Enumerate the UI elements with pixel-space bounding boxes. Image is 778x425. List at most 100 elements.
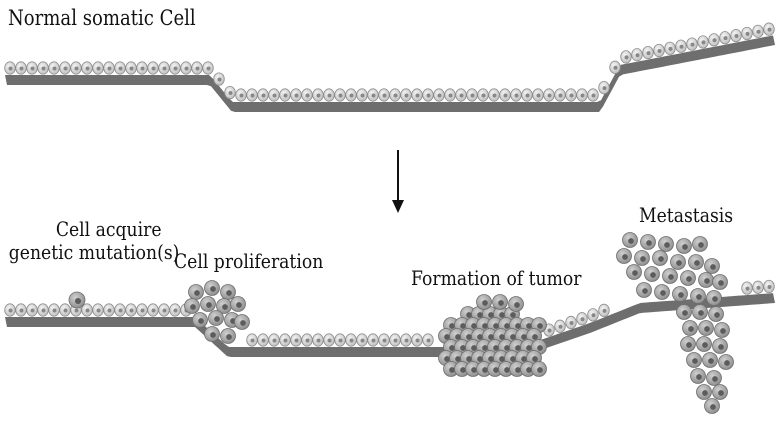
tumor-cell-nucleus xyxy=(240,320,246,326)
normal-cell-nucleus xyxy=(449,94,453,98)
tumor-cell-nucleus xyxy=(444,356,450,362)
normal-cell-nucleus xyxy=(603,86,607,90)
tumor-cell-nucleus xyxy=(678,292,684,298)
normal-cell-nucleus xyxy=(658,49,662,53)
tissue-cell-nucleus xyxy=(42,309,46,313)
metastasis-label: Metastasis xyxy=(639,204,733,227)
tumor-cell-nucleus xyxy=(682,244,688,250)
normal-cell-nucleus xyxy=(42,67,46,71)
normal-cell-nucleus xyxy=(328,94,332,98)
tumor-cell-nucleus xyxy=(692,358,698,364)
tumor-cell-nucleus xyxy=(226,290,232,296)
tumor-cell-nucleus xyxy=(712,296,718,302)
tumor-cell-nucleus xyxy=(702,342,708,348)
tumor-cell-nucleus xyxy=(510,334,516,340)
normal-cell-nucleus xyxy=(284,94,288,98)
tumor-cell-nucleus xyxy=(696,374,702,380)
tissue-cell-nucleus xyxy=(372,339,376,343)
normal-cell-nucleus xyxy=(240,94,244,98)
tumor-cell-nucleus xyxy=(718,390,724,396)
tumor-cell-nucleus xyxy=(526,367,532,373)
tumor-cell-nucleus xyxy=(493,367,499,373)
tissue-cell-nucleus xyxy=(768,285,772,289)
normal-cell-nucleus xyxy=(295,94,299,98)
tissue-cell-nucleus xyxy=(97,309,101,313)
tumor-cell-nucleus xyxy=(236,302,242,308)
tissue-cell-nucleus xyxy=(75,309,79,313)
tissue-cell-nucleus xyxy=(119,309,123,313)
tumor-cell-nucleus xyxy=(526,323,532,329)
tumor-cell-nucleus xyxy=(718,280,724,286)
normal-cell-nucleus xyxy=(20,67,24,71)
normal-cell-nucleus xyxy=(757,30,761,34)
normal-cell-nucleus xyxy=(174,67,178,71)
tissue-cell-nucleus xyxy=(405,339,409,343)
tumor-cell-nucleus xyxy=(449,345,455,351)
normal-cell-nucleus xyxy=(53,67,57,71)
tumor-cell-nucleus xyxy=(482,300,488,306)
normal-cell-nucleus xyxy=(306,94,310,98)
normal-cell-nucleus xyxy=(438,94,442,98)
tumor-cell-nucleus xyxy=(720,328,726,334)
tissue-cell-nucleus xyxy=(603,309,607,313)
normal-cell-nucleus xyxy=(361,94,365,98)
tumor-cell-nucleus xyxy=(466,356,472,362)
normal-cell-nucleus xyxy=(163,67,167,71)
normal-cell-nucleus xyxy=(218,78,222,82)
normal-cell-nucleus xyxy=(680,45,684,49)
tumor-cell-nucleus xyxy=(676,260,682,266)
tumor-cell-nucleus xyxy=(628,238,634,244)
tissue-cell-nucleus xyxy=(64,309,68,313)
tissue-cell-nucleus xyxy=(581,317,585,321)
tumor-cell-nucleus xyxy=(482,323,488,329)
normal-cell-nucleus xyxy=(724,36,728,40)
normal-cell-nucleus xyxy=(691,43,695,47)
tissue-cell-nucleus xyxy=(174,309,178,313)
tumor-cell-nucleus xyxy=(466,334,472,340)
tumor-cell-nucleus xyxy=(460,367,466,373)
normal-cell-nucleus xyxy=(185,67,189,71)
tumor-cell-nucleus xyxy=(214,316,220,322)
normal-cell-nucleus xyxy=(339,94,343,98)
tissue-cell-nucleus xyxy=(306,339,310,343)
tissue-cell-nucleus xyxy=(284,339,288,343)
tumor-cell-nucleus xyxy=(515,323,521,329)
tumor-cell-nucleus xyxy=(537,323,543,329)
tissue-cell-nucleus xyxy=(416,339,420,343)
normal-cell-nucleus xyxy=(130,67,134,71)
tumor-cell-nucleus xyxy=(515,367,521,373)
normal-cell-nucleus xyxy=(383,94,387,98)
tumor-cell-nucleus xyxy=(682,310,688,316)
tumor-cell-nucleus xyxy=(482,367,488,373)
normal-cell-nucleus xyxy=(31,67,35,71)
tumor-cell-nucleus xyxy=(640,256,646,262)
proliferation-label: Cell proliferation xyxy=(174,250,323,273)
tumor-cell-nucleus xyxy=(526,345,532,351)
tissue-cell-nucleus xyxy=(328,339,332,343)
normal-cell-nucleus xyxy=(416,94,420,98)
tissue-cell-nucleus xyxy=(757,286,761,290)
tumor-cell-nucleus xyxy=(714,312,720,318)
normal-cell-nucleus xyxy=(350,94,354,98)
tumor-cell-nucleus xyxy=(504,367,510,373)
tissue-cell-nucleus xyxy=(427,339,431,343)
normal-cell-nucleus xyxy=(647,51,651,55)
normal-cell-nucleus xyxy=(515,94,519,98)
tumor-cell-nucleus xyxy=(477,334,483,340)
tissue-cell-nucleus xyxy=(53,309,57,313)
tissue-cell-nucleus xyxy=(559,325,563,329)
tumor-cell-nucleus xyxy=(75,298,81,304)
tissue-cell-nucleus xyxy=(383,339,387,343)
tumor-cell-nucleus xyxy=(504,323,510,329)
tumor-cell-nucleus xyxy=(698,242,704,248)
tumor-cell-nucleus xyxy=(532,356,538,362)
normal-cell-nucleus xyxy=(207,67,211,71)
normal-cell-nucleus xyxy=(262,94,266,98)
tumor-cell-nucleus xyxy=(537,367,543,373)
mutation-label: Cell acquire genetic mutation(s) xyxy=(38,218,179,264)
tumor-cell-nucleus xyxy=(710,264,716,270)
tumor-cell-nucleus xyxy=(708,358,714,364)
normal-cell-nucleus xyxy=(75,67,79,71)
tumor-cell-nucleus xyxy=(455,356,461,362)
